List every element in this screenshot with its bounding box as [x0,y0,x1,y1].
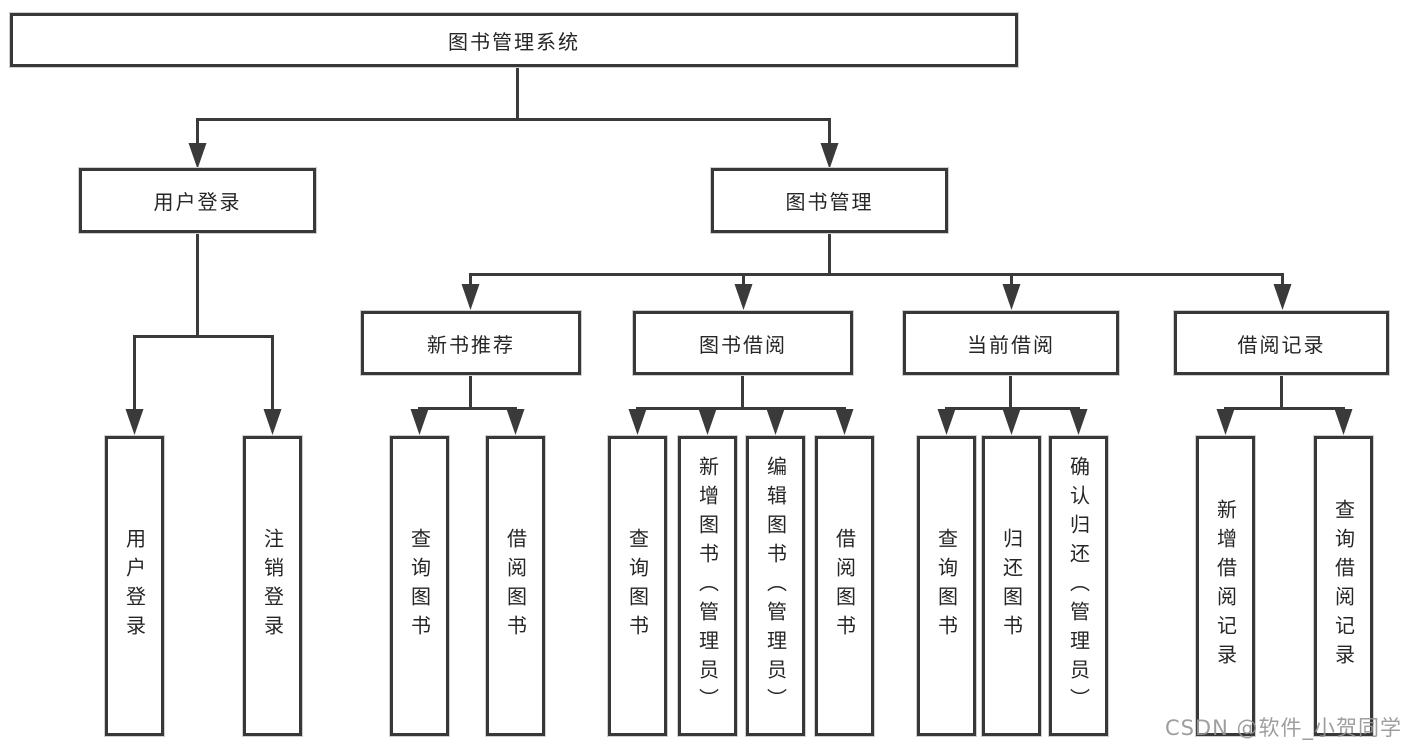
leaf-query-borrow-record-label: 查询借阅记录 [1331,499,1356,673]
leaf-confirm-return-admin: 确认归还（管理员） [1049,436,1108,736]
leaf-add-book-admin: 新增图书（管理员） [678,436,737,736]
leaf-add-borrow-record: 新增借阅记录 [1196,436,1255,736]
leaf-return-book-label: 归还图书 [999,528,1024,644]
leaf-edit-book-admin: 编辑图书（管理员） [746,436,805,736]
leaf-add-borrow-record-label: 新增借阅记录 [1213,499,1238,673]
node-root-system: 图书管理系统 [10,13,1018,67]
node-book-management: 图书管理 [711,168,948,233]
node-book-borrow-label: 图书借阅 [699,332,787,357]
leaf-query-borrow-record: 查询借阅记录 [1314,436,1373,736]
node-book-management-label: 图书管理 [785,190,874,214]
node-current-borrow-label: 当前借阅 [967,332,1055,357]
connector-current-borrow-to-leaves [937,373,1088,435]
connector-root-to-level1 [188,65,839,169]
leaf-borrow-book-2-label: 借阅图书 [832,528,857,644]
csdn-watermark: CSDN @软件_小贺同学 [1164,716,1402,740]
leaf-borrow-book-under-new-book: 借阅图书 [486,436,545,736]
leaf-query-book-1-label: 查询图书 [407,528,432,644]
node-new-book-recommend-label: 新书推荐 [427,332,515,357]
leaf-query-book-under-new-book: 查询图书 [390,436,449,736]
leaf-logout: 注销登录 [243,436,302,736]
node-current-borrow: 当前借阅 [903,311,1119,375]
connector-borrow-records-to-leaves [1216,373,1353,435]
leaf-user-login: 用户登录 [105,436,164,736]
leaf-query-book-under-current-borrow: 查询图书 [917,436,976,736]
connector-new-book-to-leaves [410,373,525,435]
leaf-query-book-3-label: 查询图书 [934,528,959,644]
connector-user-login-to-leaves [125,231,282,435]
node-user-login-label: 用户登录 [153,190,242,214]
leaf-add-book-label: 新增图书（管理员） [695,455,720,717]
leaf-query-book-under-book-borrow: 查询图书 [608,436,667,736]
leaf-return-book: 归还图书 [982,436,1041,736]
leaf-confirm-return-label: 确认归还（管理员） [1066,455,1091,717]
node-user-login: 用户登录 [79,168,316,233]
node-new-book-recommend: 新书推荐 [361,311,581,375]
connector-book-mgmt-to-level2 [461,231,1292,310]
leaf-borrow-book-under-book-borrow: 借阅图书 [815,436,874,736]
node-root-label: 图书管理系统 [448,29,580,54]
node-borrow-records-label: 借阅记录 [1237,332,1326,357]
leaf-query-book-2-label: 查询图书 [625,528,650,644]
leaf-user-login-label: 用户登录 [122,528,147,644]
node-borrow-records: 借阅记录 [1174,311,1389,375]
node-book-borrow: 图书借阅 [633,311,853,375]
leaf-edit-book-label: 编辑图书（管理员） [763,455,788,717]
leaf-borrow-book-1-label: 借阅图书 [503,528,528,644]
leaf-logout-label: 注销登录 [260,528,285,644]
connector-book-borrow-to-leaves [628,373,854,435]
